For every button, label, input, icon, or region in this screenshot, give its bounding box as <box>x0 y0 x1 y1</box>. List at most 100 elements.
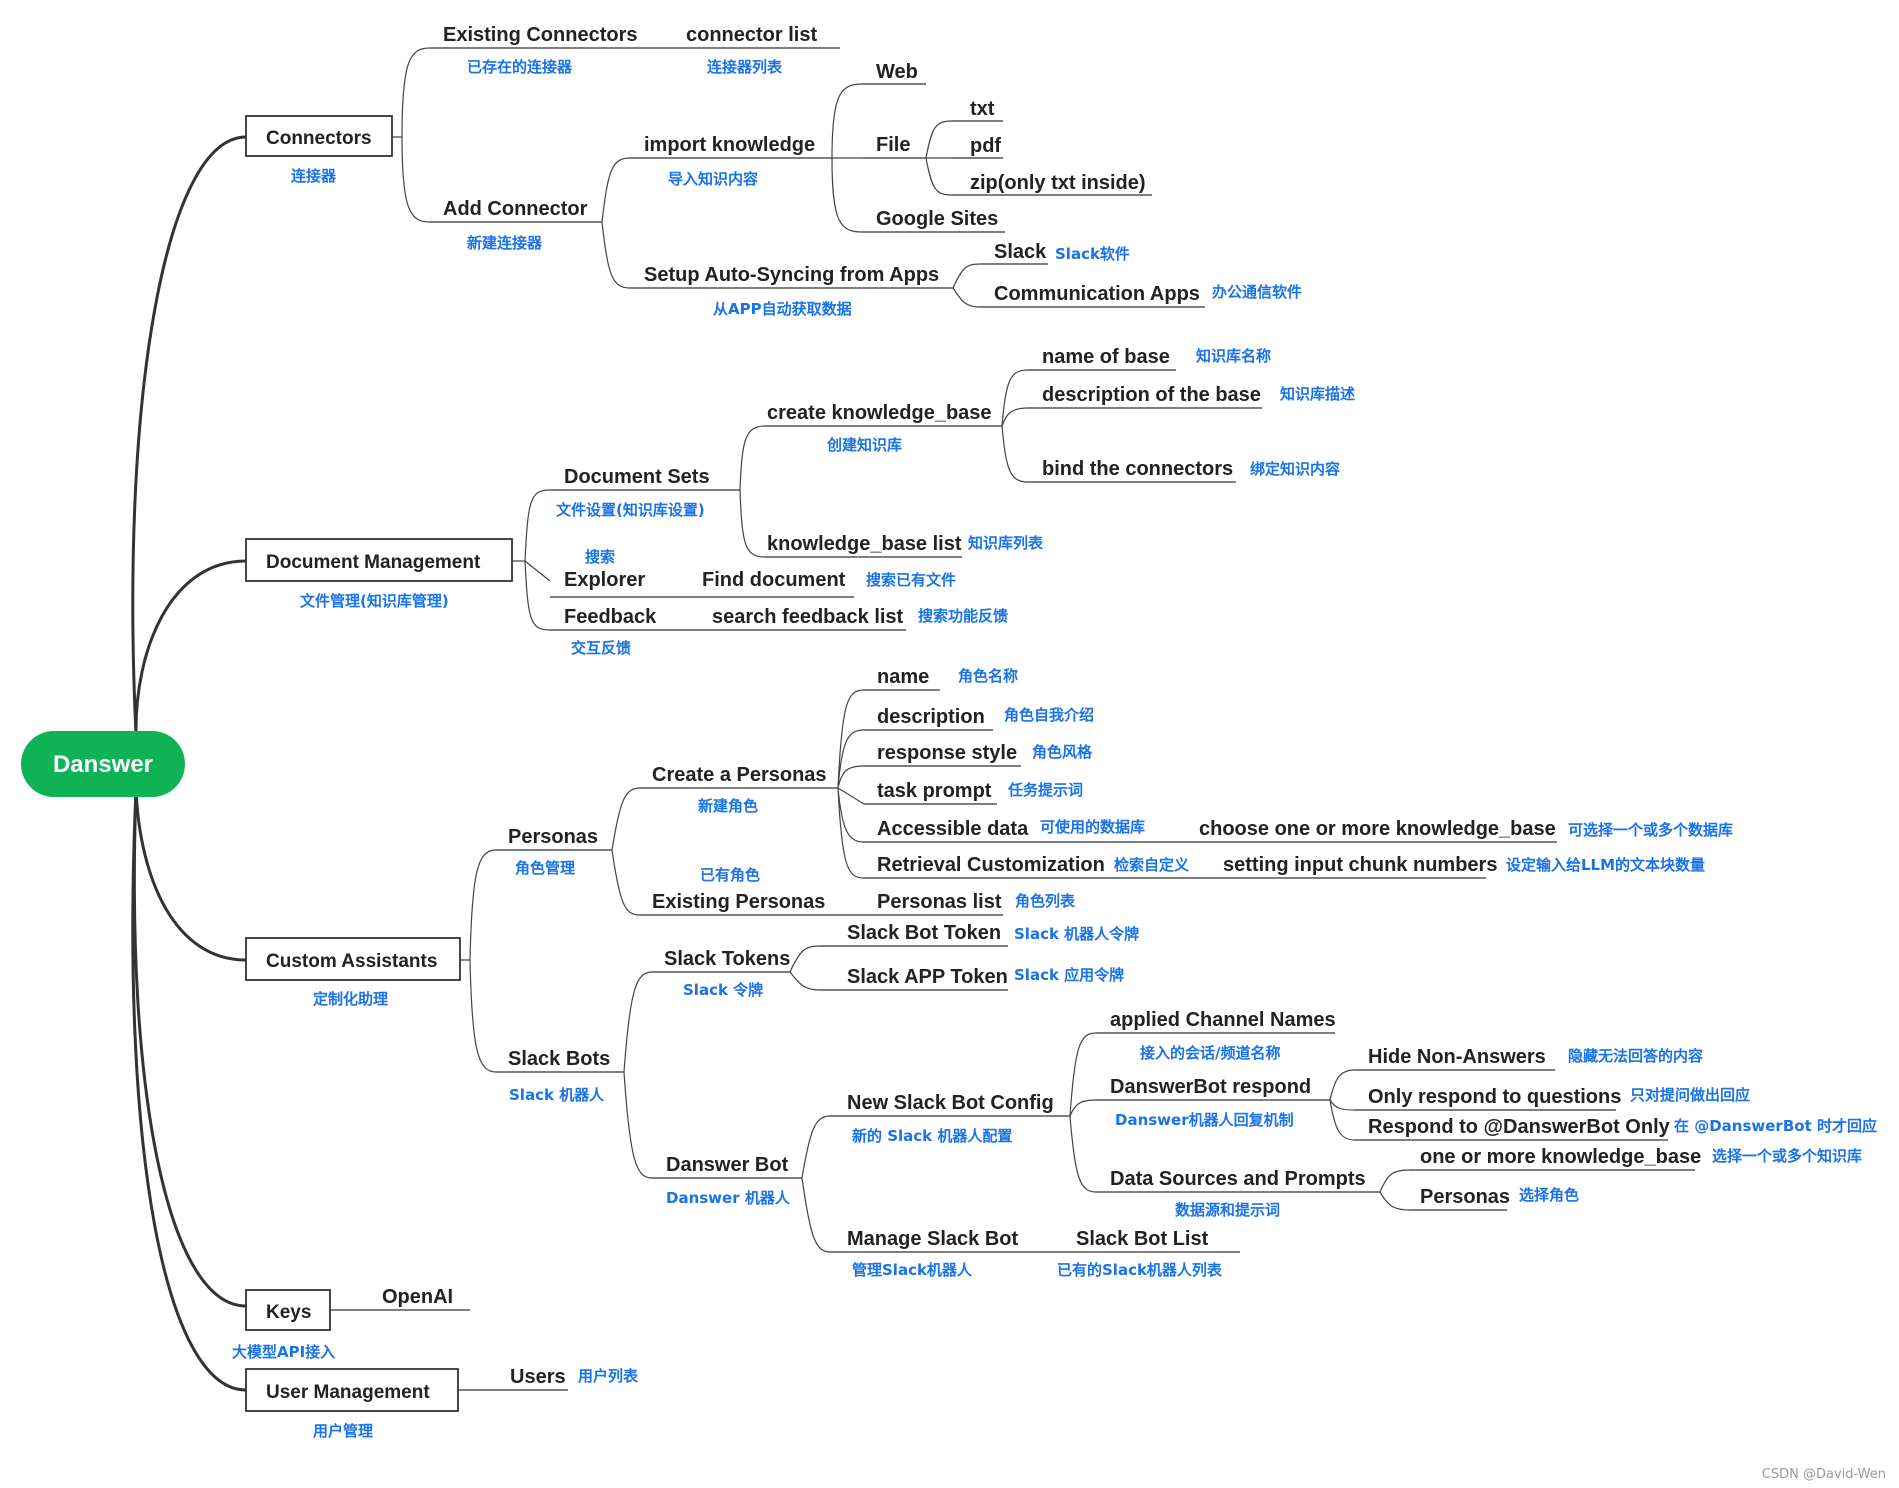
user-management-node[interactable] <box>245 1368 459 1412</box>
manage-slack-bot: Manage Slack Bot <box>847 1228 1019 1250</box>
task-prompt-cn: 任务提示词 <box>1007 781 1083 799</box>
root-node[interactable]: Danswer <box>21 731 185 797</box>
communication-apps-cn: 办公通信软件 <box>1212 283 1302 301</box>
user-management-title: User Management <box>266 1382 430 1403</box>
one-or-more-knowledge-base-cn: 选择一个或多个知识库 <box>1712 1147 1862 1165</box>
danswerbot-respond: DanswerBot respond <box>1110 1076 1311 1098</box>
find-document: Find document <box>702 569 846 591</box>
connector-list: connector list <box>686 24 817 46</box>
search-feedback-list: search feedback list <box>712 606 904 628</box>
document-management-title: Document Management <box>266 552 481 573</box>
hide-non-answers: Hide Non-Answers <box>1368 1046 1546 1068</box>
connectors-title-cn: 连接器 <box>291 167 337 185</box>
persona-description: description <box>877 706 985 728</box>
personas-list: Personas list <box>877 891 1002 913</box>
personas-select-cn: 选择角色 <box>1519 1186 1579 1204</box>
find-document-cn: 搜索已有文件 <box>866 571 956 589</box>
slack-bot-list-cn: 已有的Slack机器人列表 <box>1057 1261 1223 1279</box>
persona-name: name <box>877 666 929 688</box>
slack-bots-cn: Slack 机器人 <box>509 1086 605 1104</box>
bind-connectors: bind the connectors <box>1042 458 1233 480</box>
root-label: Danswer <box>53 751 153 778</box>
response-style: response style <box>877 742 1017 764</box>
bind-connectors-cn: 绑定知识内容 <box>1250 460 1340 478</box>
document-management-branch: Document Management 文件管理(知识库管理) Document… <box>245 346 1355 657</box>
connectors-title: Connectors <box>266 128 372 149</box>
task-prompt: task prompt <box>877 780 992 802</box>
personas: Personas <box>508 826 598 848</box>
slack-bots: Slack Bots <box>508 1048 610 1070</box>
user-management-branch: User Management 用户管理 Users 用户列表 <box>245 1366 639 1440</box>
connectors-node[interactable] <box>245 115 393 157</box>
users: Users <box>510 1366 566 1388</box>
personas-cn: 角色管理 <box>515 859 575 877</box>
data-sources-prompts-cn: 数据源和提示词 <box>1175 1201 1280 1219</box>
feedback: Feedback <box>564 606 657 628</box>
watermark: CSDN @David-Wen <box>1762 1467 1886 1482</box>
search-feedback-list-cn: 搜索功能反馈 <box>918 607 1008 625</box>
new-slack-bot-config-cn: 新的 Slack 机器人配置 <box>852 1127 1012 1145</box>
txt-node: txt <box>970 98 995 120</box>
custom-assistants-branch: Custom Assistants 定制化助理 Personas 角色管理 Cr… <box>245 666 1877 1279</box>
slack-app-token: Slack APP Token <box>847 966 1008 988</box>
danswer-bot-cn: Danswer 机器人 <box>666 1189 791 1207</box>
feedback-cn: 交互反馈 <box>571 639 631 657</box>
slack-tokens-cn: Slack 令牌 <box>683 981 763 999</box>
main-branches <box>131 135 247 1392</box>
document-management-node[interactable] <box>245 538 513 582</box>
document-management-title-cn: 文件管理(知识库管理) <box>300 592 449 610</box>
persona-description-cn: 角色自我介绍 <box>1004 706 1094 724</box>
applied-channel-names-cn: 接入的会话/频道名称 <box>1140 1044 1280 1062</box>
setup-auto-syncing: Setup Auto-Syncing from Apps <box>644 264 939 286</box>
danswerbot-respond-cn: Danswer机器人回复机制 <box>1115 1111 1294 1129</box>
connectors-branch: Connectors 连接器 Existing Connectors 已存在的连… <box>245 24 1302 318</box>
import-knowledge-cn: 导入知识内容 <box>668 170 758 188</box>
web-node: Web <box>876 61 918 83</box>
communication-apps: Communication Apps <box>994 283 1200 305</box>
create-personas: Create a Personas <box>652 764 827 786</box>
accessible-data: Accessible data <box>877 818 1029 840</box>
name-of-base: name of base <box>1042 346 1170 368</box>
slack-app: Slack <box>994 241 1047 263</box>
connector-list-cn: 连接器列表 <box>707 58 783 76</box>
custom-assistants-node[interactable] <box>245 937 461 981</box>
add-connector-cn: 新建连接器 <box>467 234 543 252</box>
create-knowledge-base: create knowledge_base <box>767 402 992 424</box>
description-of-base: description of the base <box>1042 384 1261 406</box>
retrieval-customization-cn: 检索自定义 <box>1114 856 1189 874</box>
users-cn: 用户列表 <box>578 1367 639 1385</box>
personas-select: Personas <box>1420 1186 1510 1208</box>
applied-channel-names: applied Channel Names <box>1110 1009 1336 1031</box>
slack-bot-token: Slack Bot Token <box>847 922 1001 944</box>
custom-assistants-title-cn: 定制化助理 <box>313 990 388 1008</box>
explorer: Explorer <box>564 569 645 591</box>
choose-knowledge-base-cn: 可选择一个或多个数据库 <box>1568 821 1733 839</box>
manage-slack-bot-cn: 管理Slack机器人 <box>852 1261 973 1279</box>
hide-non-answers-cn: 隐藏无法回答的内容 <box>1568 1047 1703 1065</box>
personas-list-cn: 角色列表 <box>1015 892 1076 910</box>
only-respond-questions: Only respond to questions <box>1368 1086 1621 1108</box>
knowledge-base-list: knowledge_base list <box>767 533 962 555</box>
add-connector: Add Connector <box>443 198 588 220</box>
import-knowledge: import knowledge <box>644 134 815 156</box>
chunk-numbers-cn: 设定输入给LLM的文本块数量 <box>1506 856 1705 874</box>
persona-name-cn: 角色名称 <box>958 667 1018 685</box>
create-personas-cn: 新建角色 <box>698 797 758 815</box>
document-sets: Document Sets <box>564 466 710 488</box>
custom-assistants-title: Custom Assistants <box>266 951 437 972</box>
description-of-base-cn: 知识库描述 <box>1280 385 1355 403</box>
one-or-more-knowledge-base: one or more knowledge_base <box>1420 1146 1701 1168</box>
existing-connectors: Existing Connectors <box>443 24 637 46</box>
response-style-cn: 角色风格 <box>1032 743 1093 761</box>
keys-title-cn: 大模型API接入 <box>232 1343 335 1361</box>
pdf-node: pdf <box>970 135 1001 157</box>
explorer-cn: 搜索 <box>585 548 615 566</box>
slack-app-cn: Slack软件 <box>1055 245 1130 263</box>
knowledge-base-list-cn: 知识库列表 <box>968 534 1044 552</box>
file-node: File <box>876 134 910 156</box>
name-of-base-cn: 知识库名称 <box>1196 347 1271 365</box>
slack-bot-token-cn: Slack 机器人令牌 <box>1014 925 1139 943</box>
slack-app-token-cn: Slack 应用令牌 <box>1014 966 1124 984</box>
